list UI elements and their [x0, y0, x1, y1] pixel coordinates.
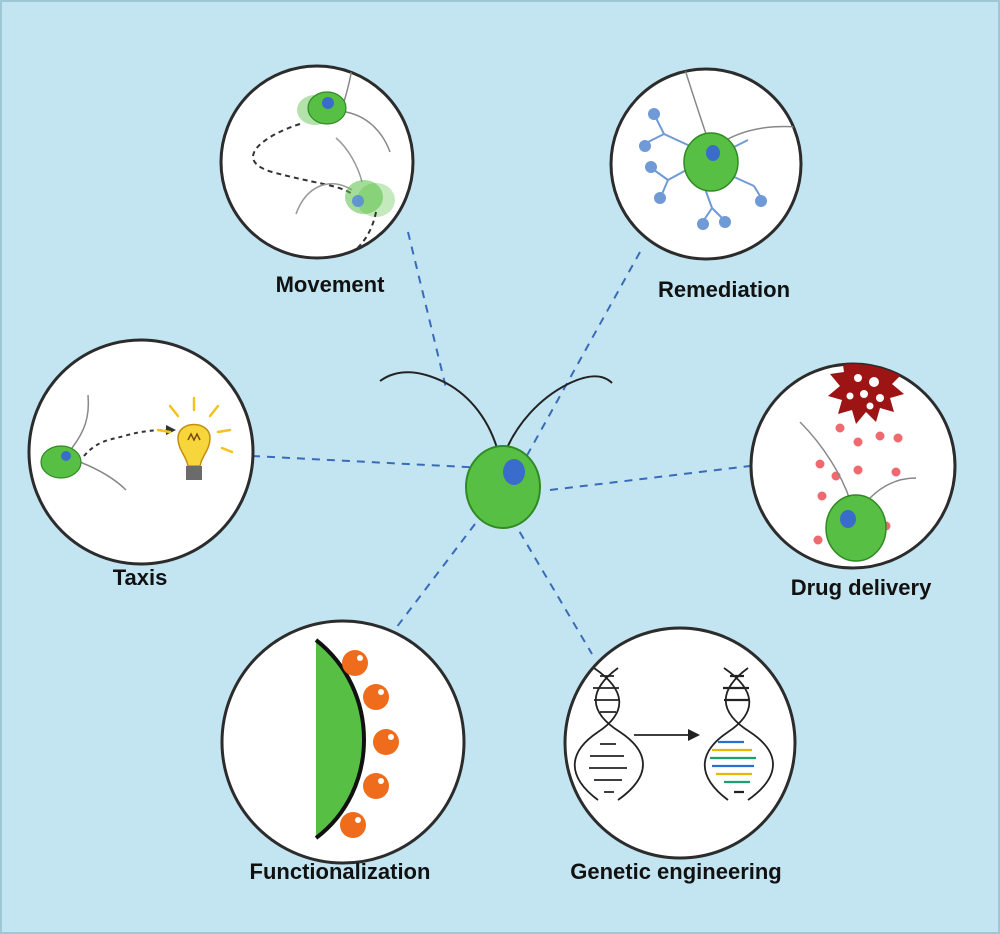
flagellum-left	[379, 371, 500, 456]
bubble-movement	[219, 64, 415, 260]
connectors	[251, 231, 751, 655]
connector-functionalization	[392, 523, 476, 633]
bubble-genetic-engineering	[563, 626, 797, 860]
label-genetic-engineering: Genetic engineering	[570, 859, 782, 884]
label-functionalization: Functionalization	[249, 859, 431, 884]
label-remediation: Remediation	[657, 277, 791, 302]
label-taxis: Taxis	[112, 565, 168, 590]
label-movement: Movement	[275, 272, 385, 297]
bubble-taxis	[27, 338, 255, 566]
bubble-functionalization	[220, 619, 466, 865]
connector-remediation	[519, 251, 641, 469]
bubble-remediation	[609, 67, 803, 261]
connector-movement	[407, 231, 448, 393]
connector-drug-delivery	[549, 465, 751, 491]
connector-genetic-engineering	[511, 518, 593, 655]
connector-taxis	[251, 455, 506, 470]
flagellum-right	[503, 375, 613, 456]
bubble-drug-delivery	[749, 362, 957, 570]
label-drug-delivery: Drug delivery	[790, 575, 932, 600]
central-cell-icon	[379, 371, 613, 529]
